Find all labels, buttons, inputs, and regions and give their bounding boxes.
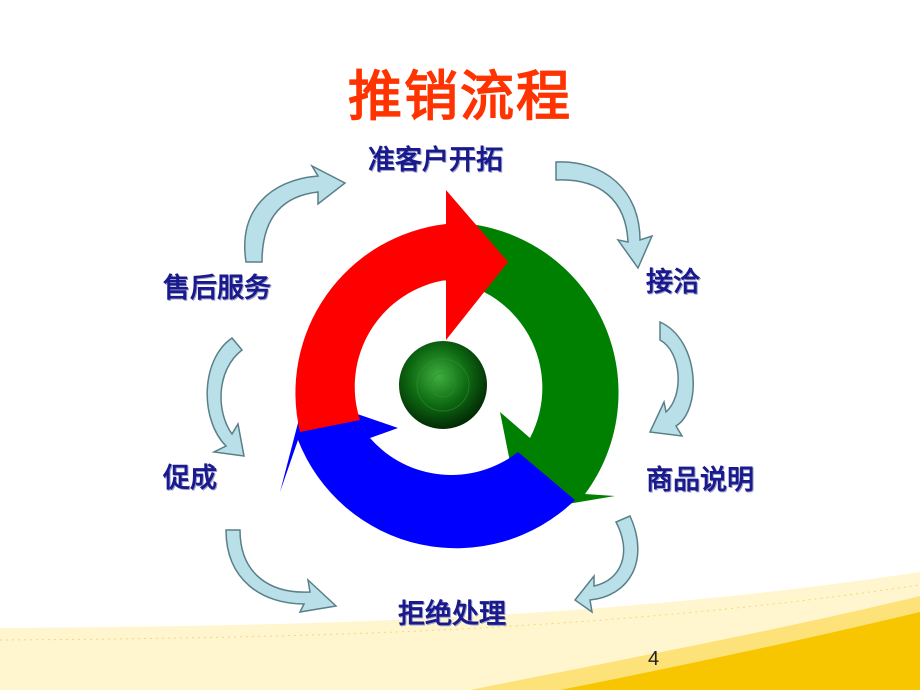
red-cycle-arrow [295, 190, 508, 432]
blue-cycle-arrow [280, 396, 575, 549]
step-approach: 接洽 [646, 267, 700, 298]
curved-arrow-icon [555, 161, 654, 270]
center-sphere-icon [399, 341, 487, 429]
curved-arrow-icon [244, 164, 347, 263]
step-closing: 促成 [163, 463, 217, 494]
page-title: 推销流程 [348, 65, 572, 128]
curved-arrow-icon [573, 515, 639, 614]
step-product-presentation: 商品说明 [646, 465, 754, 496]
step-after-sales-service: 售后服务 [163, 273, 271, 304]
curved-arrow-icon [225, 529, 338, 613]
green-cycle-arrow [440, 224, 619, 512]
page-number: 4 [648, 648, 660, 670]
step-objection-handling: 拒绝处理 [398, 599, 506, 630]
curved-arrow-icon [648, 320, 694, 437]
step-prospecting: 准客户开拓 [368, 145, 503, 176]
curved-arrow-icon [206, 336, 245, 457]
